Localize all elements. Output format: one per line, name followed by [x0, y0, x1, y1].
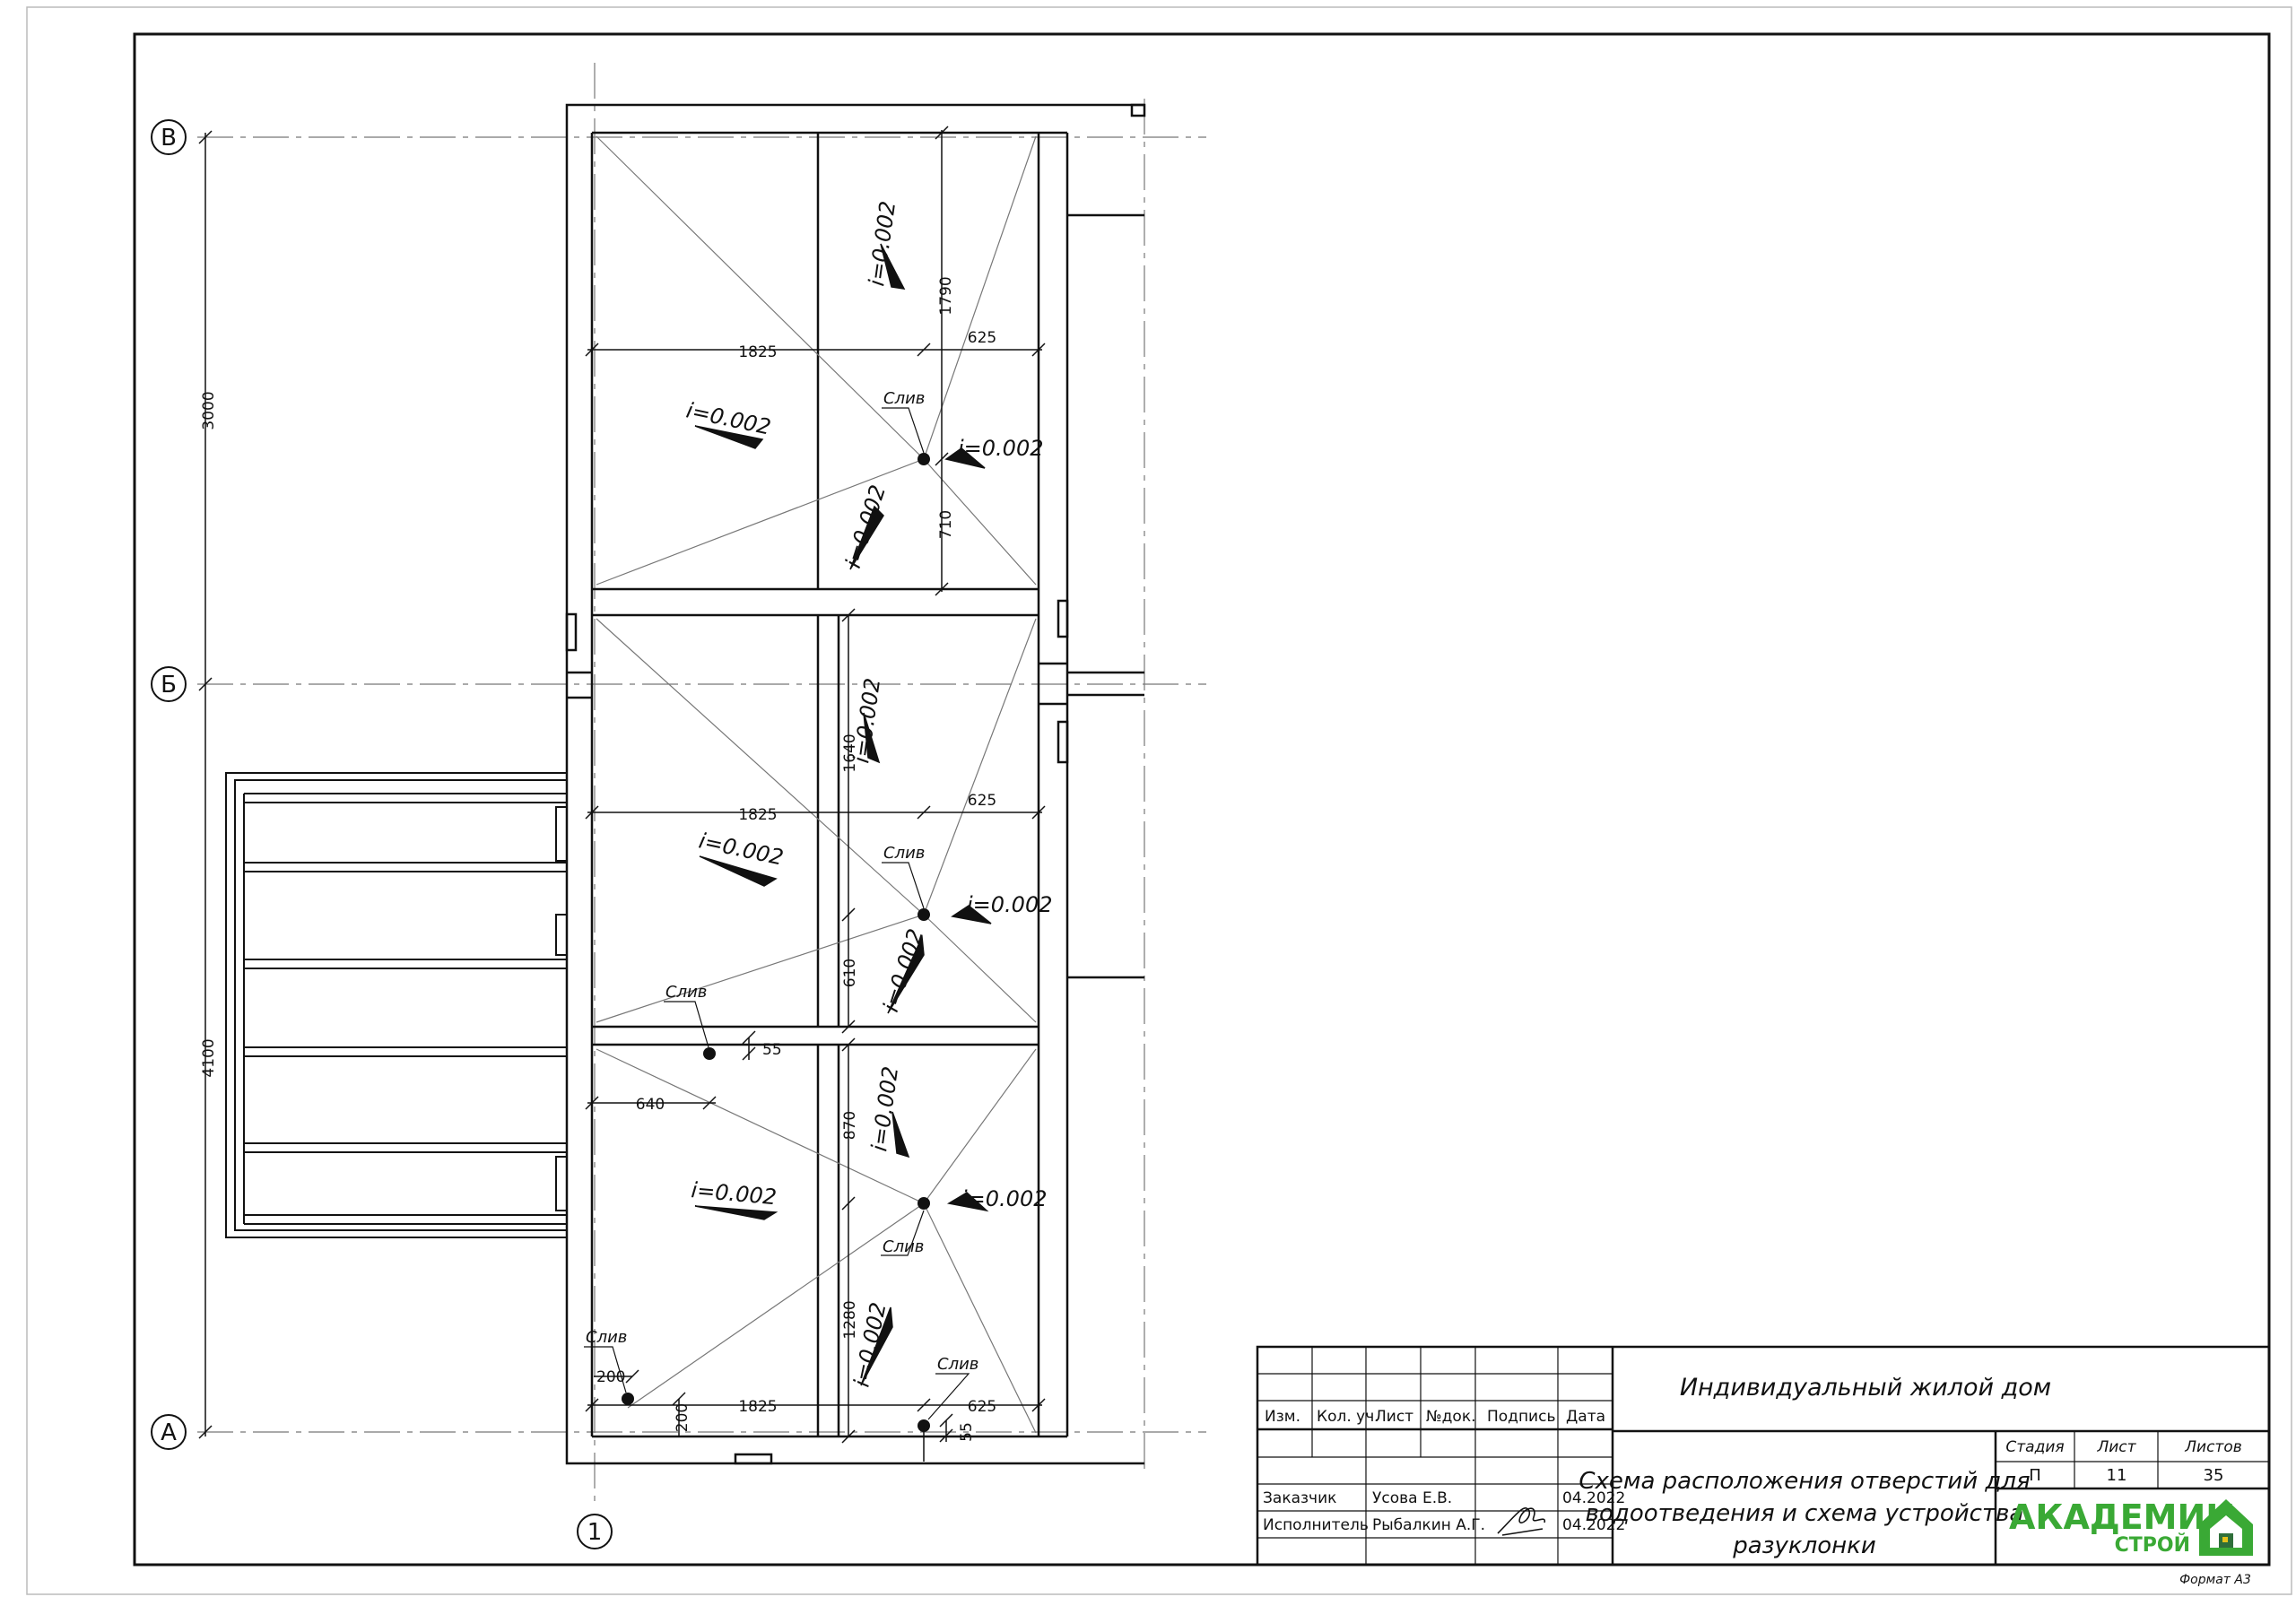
dim-corner-x: 200	[596, 1368, 625, 1386]
slope-label-5: i=0.002	[848, 676, 885, 764]
tb-header-podpis: Подпись	[1487, 1408, 1555, 1426]
format-label: Формат А3	[2179, 1573, 2251, 1587]
tb-sheet: 11	[2107, 1466, 2127, 1485]
overall-dimension-left	[198, 130, 213, 1439]
tb-sheets: 35	[2204, 1466, 2224, 1485]
axis-label-v: В	[161, 125, 177, 152]
tb-drawing-title-2: водоотведения и схема устройства	[1586, 1500, 2024, 1527]
axis-bubble-b: Б	[151, 666, 187, 702]
internal-dimensions	[585, 126, 1046, 1462]
dim-corner-y: 200	[674, 1403, 691, 1432]
drain-label-3: Слив	[665, 983, 707, 1002]
axis-grid	[197, 63, 1206, 1506]
drain-labels: Слив Слив Слив Слив Слив Слив	[584, 389, 978, 1420]
tb-date-customer: 04.2022	[1562, 1489, 1625, 1507]
slope-label-6: i=0.002	[697, 828, 786, 870]
signature	[1497, 1507, 1545, 1536]
drain-label-1: Слив	[883, 389, 925, 408]
dim-r3-bottom: 1280	[841, 1300, 859, 1339]
dim-gap55-mid: 55	[762, 1041, 782, 1059]
axis-bubble-a: А	[151, 1414, 187, 1450]
drain-label-4: Слив	[883, 1237, 924, 1256]
tb-sheets-label: Листов	[2184, 1438, 2242, 1456]
logo-main-text: АКАДЕМИК	[2009, 1497, 2233, 1537]
slope-label-10: i=0.002	[690, 1177, 778, 1210]
dim-r1-top: 1790	[937, 276, 955, 315]
drain-label-5: Слив	[586, 1328, 627, 1347]
axis-label-b: Б	[161, 672, 177, 699]
tb-date-executor: 04.2022	[1562, 1516, 1625, 1534]
dim-r3-top: 870	[841, 1111, 859, 1140]
dim-bottom-right: 625	[968, 1398, 996, 1416]
drain-point-mid	[703, 1047, 716, 1060]
dim-r2-width: 1825	[738, 806, 777, 824]
dim-r1-bottom: 710	[937, 510, 955, 539]
drain-label-6: Слив	[937, 1355, 978, 1374]
dim-bottom-width: 1825	[738, 1398, 777, 1416]
slope-lines	[596, 135, 1037, 1434]
tb-project: Индивидуальный жилой дом	[1680, 1374, 2051, 1402]
tb-sheet-label: Лист	[2096, 1438, 2136, 1456]
drain-point-corner	[622, 1393, 634, 1405]
tb-header-list: Лист	[1375, 1408, 1413, 1426]
slope-arrows	[694, 243, 992, 1386]
company-logo: АКАДЕМИК СТРОЙ	[2009, 1497, 2253, 1557]
title-block	[1256, 1345, 2271, 1567]
tb-stage-label: Стадия	[2005, 1438, 2064, 1456]
title-block-headers: Изм. Кол. уч. Лист №док. Подпись Дата	[1265, 1408, 1605, 1426]
tb-header-izm: Изм.	[1265, 1408, 1300, 1426]
drain-points	[622, 453, 930, 1432]
building-walls	[565, 103, 1146, 1465]
logo-sub-text: СТРОЙ	[2115, 1533, 2190, 1557]
slope-label-8: i=0.002	[878, 925, 928, 1014]
logo-house-icon	[2199, 1499, 2253, 1556]
dim-span-upper: 3000	[200, 391, 218, 430]
dim-r2-bottom: 610	[841, 959, 859, 987]
drain-label-2: Слив	[883, 844, 925, 863]
dim-r3-left: 640	[636, 1096, 665, 1114]
dim-r1-right: 625	[968, 329, 996, 347]
tb-name-executor: Рыбалкин А.Г.	[1372, 1516, 1485, 1534]
dim-span-lower: 4100	[200, 1038, 218, 1077]
terrace	[225, 772, 568, 1238]
axis-bubble-1: 1	[577, 1514, 613, 1549]
outer-sheet-border	[26, 6, 2292, 1595]
slope-label-7: i=0.002	[967, 892, 1052, 917]
slope-label-3: i=0.002	[958, 436, 1043, 461]
dimension-labels: 1825 625 1790 710 1825 625 1640 610 55 6…	[596, 276, 996, 1441]
dim-r2-top: 1640	[841, 733, 859, 772]
slope-label-4: i=0.002	[840, 482, 891, 570]
tb-stage: П	[2029, 1466, 2041, 1485]
dim-r2-right: 625	[968, 792, 996, 810]
drawing-frame	[133, 32, 2271, 1567]
drain-point-room3	[918, 1197, 930, 1210]
tb-role-customer: Заказчик	[1263, 1489, 1336, 1507]
dim-r1-width: 1825	[738, 343, 777, 361]
drain-point-room1	[918, 453, 930, 465]
tb-header-kol: Кол. уч.	[1317, 1408, 1379, 1426]
tb-role-executor: Исполнитель	[1263, 1516, 1369, 1534]
axis-label-1: 1	[587, 1519, 603, 1546]
tb-drawing-title-1: Схема расположения отверстий для	[1578, 1468, 2030, 1495]
title-block-roles: Заказчик Усова Е.В. 04.2022 Исполнитель …	[1263, 1489, 1625, 1534]
slope-label-11: i=0.002	[961, 1186, 1047, 1211]
tb-name-customer: Усова Е.В.	[1372, 1489, 1452, 1507]
drain-point-room2	[918, 908, 930, 921]
axis-label-a: А	[161, 1419, 177, 1446]
dim-gap55-bottom: 55	[958, 1422, 976, 1442]
tb-header-data: Дата	[1566, 1408, 1605, 1426]
tb-header-ndok: №док.	[1426, 1408, 1476, 1426]
tb-drawing-title-3: разуклонки	[1732, 1532, 1875, 1559]
axis-bubble-v: В	[151, 119, 187, 155]
